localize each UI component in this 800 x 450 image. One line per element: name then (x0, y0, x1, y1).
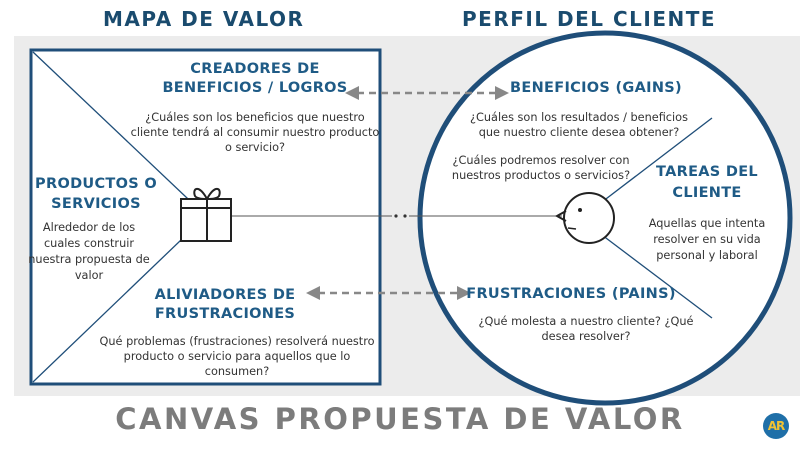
pains-fit-arrow (306, 286, 471, 300)
gains-fit-arrow (345, 86, 509, 100)
circle-divider-upper (597, 117, 713, 206)
ar-logo-icon: AR (763, 413, 789, 439)
gains-title: BENEFICIOS (GAINS) (510, 80, 682, 96)
square-diagonal-lower (32, 215, 207, 383)
customer-face-icon (554, 192, 615, 244)
customer-jobs-description: Aquellas que intenta resolver en su vida… (648, 217, 766, 262)
gains-question-1: ¿Cuáles son los resultados / beneficios … (470, 111, 688, 139)
pain-relievers-title: ALIVIADORES DE FRUSTRACIONES (154, 287, 296, 322)
square-diagonal-upper (32, 51, 207, 217)
connector-dot (403, 214, 407, 218)
pains-question: ¿Qué molesta a nuestro cliente? ¿Qué des… (478, 315, 694, 343)
gift-icon (180, 187, 232, 242)
pain-relievers-question: Qué problemas (frustraciones) resolverá … (99, 335, 375, 378)
customer-profile-heading: PERFIL DEL CLIENTE (462, 7, 717, 31)
gain-creators-title: CREADORES DE BENEFICIOS / LOGROS (162, 61, 348, 96)
circle-divider-lower (597, 231, 713, 319)
customer-jobs-title: TAREAS DEL CLIENTE (656, 164, 758, 201)
products-description: Alrededor de los cuales construir nuestr… (28, 221, 150, 282)
products-title: PRODUCTOS O SERVICIOS (35, 176, 157, 212)
connector-dot (394, 214, 398, 218)
gains-question-2: ¿Cuáles podremos resolver con nuestros p… (451, 154, 631, 182)
canvas-title: CANVAS PROPUESTA DE VALOR (115, 402, 685, 436)
value-map-heading: MAPA DE VALOR (103, 7, 305, 31)
gain-creators-question: ¿Cuáles son los beneficios que nuestro c… (130, 111, 380, 154)
pains-title: FRUSTRACIONES (PAINS) (466, 286, 676, 302)
